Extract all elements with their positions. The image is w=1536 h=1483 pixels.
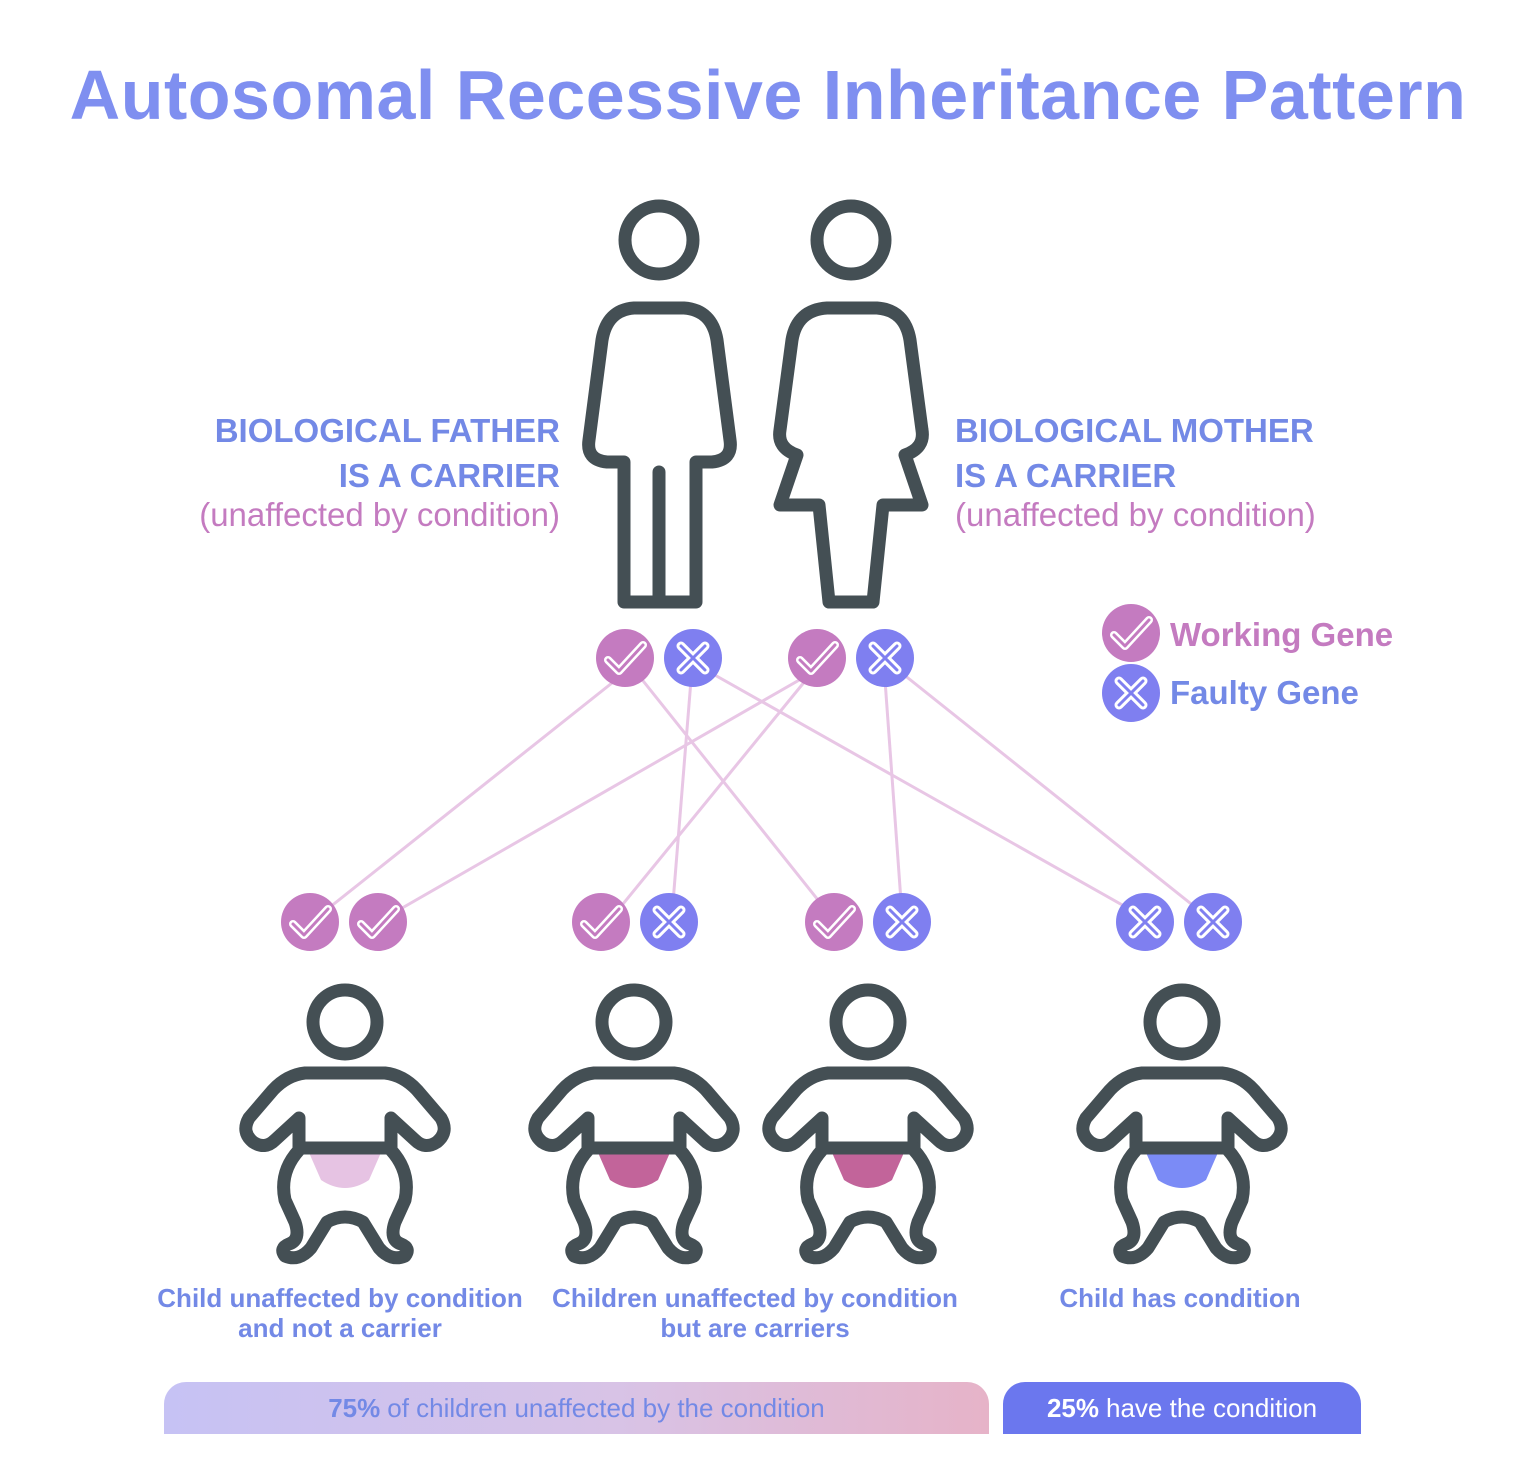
x-icon	[664, 629, 722, 687]
mother-label-sub: (unaffected by condition)	[955, 496, 1316, 533]
legend-faulty-icon	[1102, 664, 1160, 722]
check-icon	[805, 893, 863, 951]
child3-genes	[805, 893, 931, 951]
baby-icon	[1076, 983, 1288, 1265]
check-icon	[596, 629, 654, 687]
mother-label-line2: IS A CARRIER	[955, 457, 1177, 494]
connector-line	[902, 672, 1206, 917]
father-genes	[596, 629, 722, 687]
child1-caption-line1: Child unaffected by condition	[157, 1283, 523, 1313]
unaffected-text: of children unaffected by the condition	[387, 1392, 825, 1423]
condition-percent: 25%	[1046, 1392, 1099, 1423]
connector-line	[712, 672, 1141, 917]
children23-caption-line2: but are carriers	[660, 1313, 850, 1343]
child4-caption: Child has condition	[1030, 1283, 1330, 1313]
connector-line	[389, 673, 809, 917]
baby-icon	[528, 983, 740, 1265]
connector-line	[319, 673, 623, 917]
baby-icon	[239, 983, 451, 1265]
child1-caption-line2: and not a carrier	[238, 1313, 442, 1343]
legend-working-icon	[1102, 604, 1160, 662]
father-label-line2: IS A CARRIER	[338, 457, 560, 494]
man-icon	[582, 199, 737, 609]
children23-caption-line1: Children unaffected by condition	[552, 1283, 958, 1313]
baby-icon	[762, 983, 974, 1265]
page-title: Autosomal Recessive Inheritance Pattern	[69, 56, 1467, 134]
x-icon	[873, 893, 931, 951]
mother-label: BIOLOGICAL MOTHER IS A CARRIER (unaffect…	[955, 408, 1316, 537]
legend-faulty: Faulty Gene	[1100, 662, 1359, 724]
check-icon	[788, 629, 846, 687]
unaffected-summary-bar: 75% of children unaffected by the condit…	[164, 1382, 989, 1434]
check-icon	[281, 893, 339, 951]
connector-line	[612, 674, 812, 916]
inheritance-connectors	[319, 671, 1206, 917]
x-icon	[1184, 893, 1242, 951]
check-icon	[349, 893, 407, 951]
x-icon	[856, 629, 914, 687]
legend-faulty-label: Faulty Gene	[1170, 674, 1359, 711]
children23-caption: Children unaffected by condition but are…	[545, 1283, 965, 1343]
mother-label-line1: BIOLOGICAL MOTHER	[955, 412, 1314, 449]
father-label: BIOLOGICAL FATHER IS A CARRIER (unaffect…	[199, 408, 560, 537]
child4-caption-line1: Child has condition	[1059, 1283, 1301, 1313]
mother-genes	[788, 629, 914, 687]
unaffected-percent: 75%	[328, 1392, 381, 1423]
connector-line	[634, 671, 832, 916]
woman-icon	[773, 199, 929, 609]
father-label-line1: BIOLOGICAL FATHER	[214, 412, 560, 449]
condition-text: have the condition	[1106, 1392, 1318, 1423]
legend-working-label: Working Gene	[1170, 616, 1394, 653]
child4-genes	[1116, 893, 1242, 951]
legend-working: Working Gene	[1100, 604, 1393, 666]
child1-caption: Child unaffected by condition and not a …	[150, 1283, 530, 1343]
child2-genes	[572, 893, 698, 951]
x-icon	[1116, 893, 1174, 951]
condition-summary-bar: 25% have the condition	[1003, 1382, 1361, 1434]
child1-genes	[281, 893, 407, 951]
father-label-sub: (unaffected by condition)	[199, 496, 560, 533]
connector-line	[670, 679, 693, 916]
connector-line	[883, 679, 904, 916]
check-icon	[572, 893, 630, 951]
x-icon	[640, 893, 698, 951]
